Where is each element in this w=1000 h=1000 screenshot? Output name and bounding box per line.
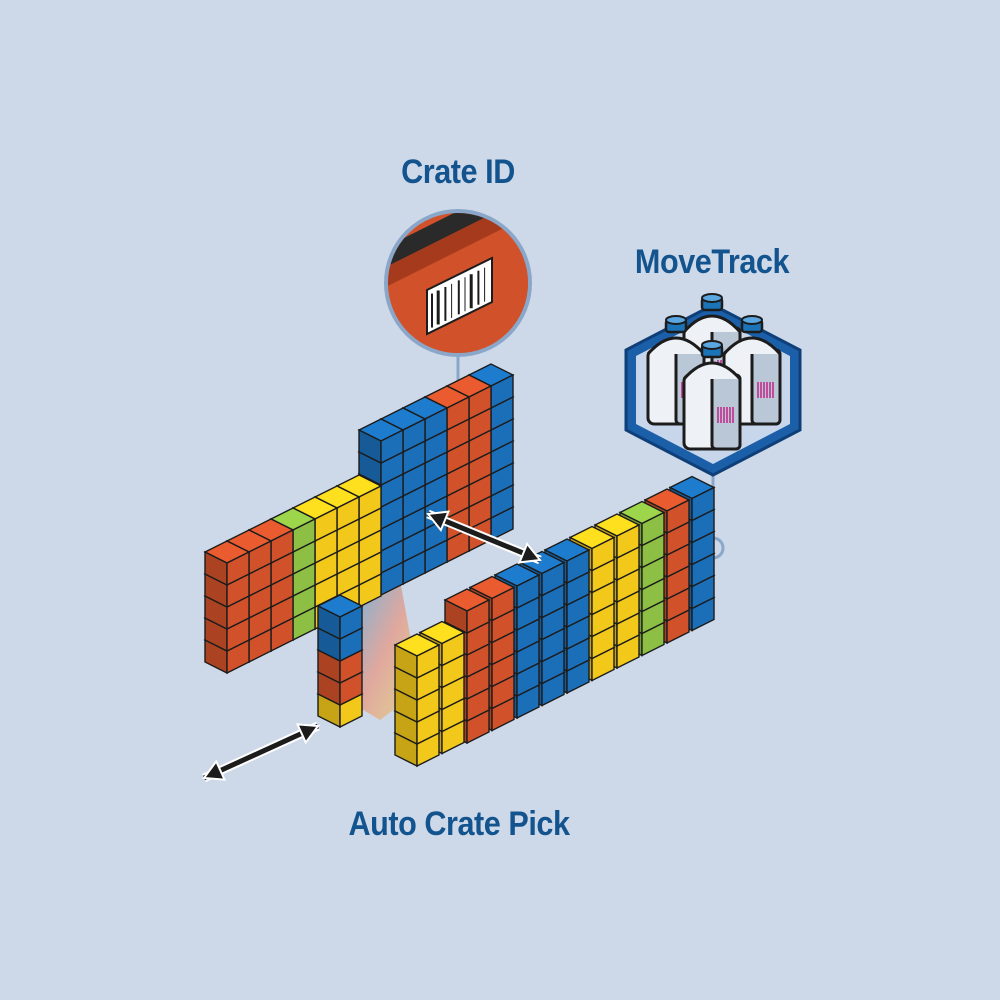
movetrack-icon	[624, 293, 802, 477]
crate-column	[203, 540, 251, 675]
crate-column	[393, 633, 441, 768]
crate-stacks	[203, 363, 716, 768]
movetrack-label: MoveTrack	[634, 243, 790, 281]
double-arrow-icon	[426, 509, 542, 565]
double-arrow-icon	[202, 721, 320, 783]
right-crate-block	[393, 475, 716, 768]
left-crate-block	[203, 363, 515, 675]
barcode-icon	[426, 256, 493, 336]
picked-crate-column	[316, 594, 364, 729]
auto-crate-pick-label: Auto Crate Pick	[348, 805, 570, 843]
milk-bottles-icon	[646, 293, 782, 451]
crate-id-label: Crate ID	[401, 153, 515, 191]
crate-id-callout	[384, 209, 532, 357]
bottle	[682, 340, 742, 451]
